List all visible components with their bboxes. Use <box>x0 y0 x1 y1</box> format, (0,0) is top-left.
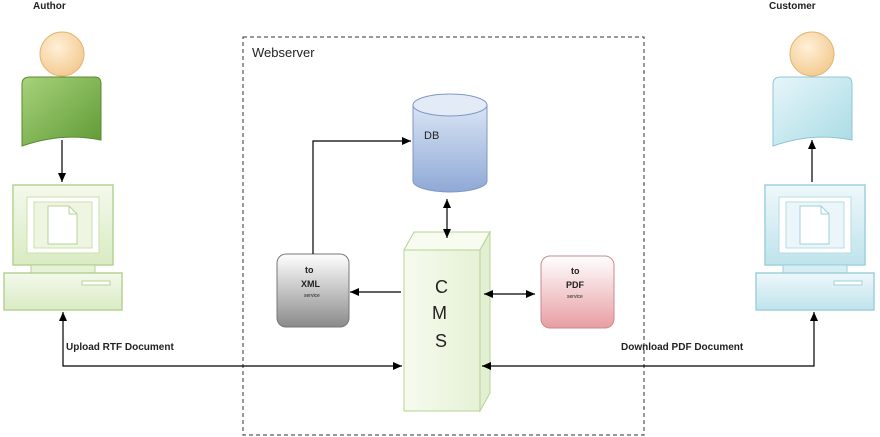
upload-label: Upload RTF Document <box>66 342 174 353</box>
pdf-service-sub: service <box>567 294 583 300</box>
cms-letter-m: M <box>432 303 447 323</box>
author-computer-icon <box>3 184 123 311</box>
customer-head-icon <box>789 31 835 77</box>
author-body-icon <box>21 76 102 147</box>
db-label: DB <box>424 130 439 142</box>
author-label: Author <box>33 1 66 12</box>
pdf-service-line2: PDF <box>566 280 585 290</box>
xml-to-db-arrow <box>312 137 411 254</box>
xml-service-sub: service <box>304 293 320 299</box>
cms-letter-s: S <box>435 331 447 351</box>
author-actor: Author <box>21 1 102 147</box>
upload-arrow <box>59 312 402 370</box>
customer-body-icon <box>772 76 853 147</box>
download-label: Download PDF Document <box>621 342 744 353</box>
pdf-service-node: to PDF service <box>540 255 615 329</box>
download-arrow <box>482 312 818 370</box>
webserver-label: Webserver <box>252 45 315 60</box>
customer-computer-icon <box>755 184 875 311</box>
customer-label: Customer <box>769 1 816 12</box>
author-head-icon <box>39 31 85 77</box>
xml-service-node: to XML service <box>276 253 350 328</box>
db-node: DB <box>412 93 488 193</box>
cms-letter-c: C <box>435 277 448 297</box>
customer-actor: Customer <box>769 1 853 147</box>
webserver-boundary: Webserver <box>242 36 645 436</box>
cms-node: C M S <box>403 230 491 413</box>
xml-service-line1: to <box>305 265 314 275</box>
xml-service-line2: XML <box>301 279 321 289</box>
pdf-service-line1: to <box>571 266 580 276</box>
connectors <box>58 137 818 370</box>
